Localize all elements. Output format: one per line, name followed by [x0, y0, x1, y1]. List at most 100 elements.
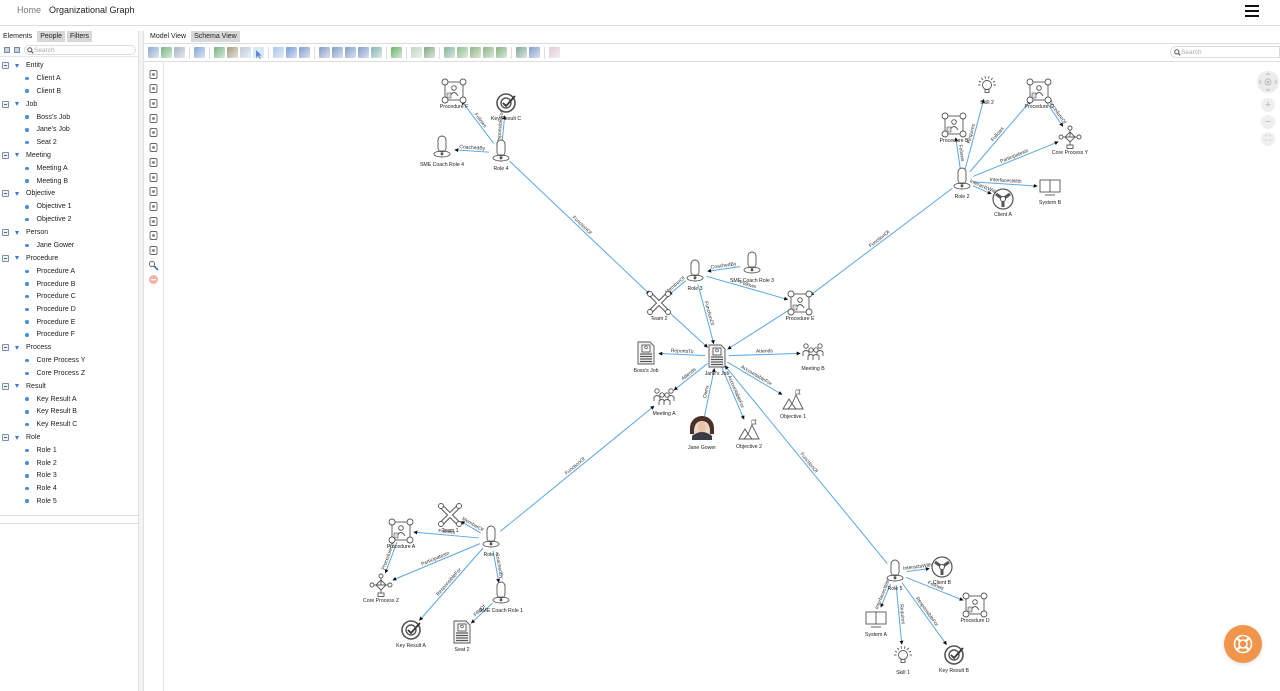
collapse-toggle-icon[interactable] — [2, 344, 9, 352]
node-result[interactable]: Key Result C — [491, 93, 522, 122]
tree-item[interactable]: Procedure A — [0, 265, 139, 278]
graph-edge[interactable]: Follows — [954, 137, 965, 170]
tab-schema-view[interactable]: Schema View — [191, 31, 240, 42]
zoom-minus-icon[interactable] — [345, 47, 356, 58]
preview-icon[interactable] — [240, 47, 251, 58]
collapse-toggle-icon[interactable] — [2, 229, 9, 237]
graph-edge[interactable]: CoachedBy — [492, 550, 504, 583]
graph-edge[interactable] — [667, 310, 708, 348]
node-team[interactable]: Team 1 — [438, 503, 462, 535]
graph-search-input[interactable]: Search — [1170, 46, 1280, 58]
node-meeting[interactable]: Meeting A — [652, 388, 676, 417]
layout-grid-icon[interactable] — [470, 47, 481, 58]
node-result[interactable]: Key Result A — [396, 620, 426, 649]
tree-item[interactable]: Core Process Z — [0, 367, 139, 380]
expand-all-icon[interactable] — [4, 47, 10, 53]
graph-edge[interactable]: Owns — [702, 368, 716, 417]
node-role[interactable]: Role 4 — [492, 139, 510, 172]
tree-item[interactable]: Meeting A — [0, 162, 139, 175]
tree-item[interactable]: Key Result A — [0, 393, 139, 406]
zoom-fit-icon[interactable] — [358, 47, 369, 58]
person-icon[interactable] — [148, 111, 159, 123]
pan-hand-icon[interactable] — [273, 47, 284, 58]
node-job[interactable]: Seat 2 — [453, 620, 471, 653]
copy-icon[interactable] — [194, 47, 205, 58]
graph-edge[interactable]: FunctionOf — [499, 405, 655, 532]
collapse-toggle-icon[interactable] — [2, 254, 9, 262]
hamburger-menu-icon[interactable] — [1245, 3, 1259, 17]
layout-orthogonal-icon[interactable] — [483, 47, 494, 58]
node-role[interactable]: SME Coach Role 1 — [479, 581, 523, 614]
tree-group[interactable]: Person — [0, 226, 139, 239]
collapse-toggle-icon[interactable] — [2, 382, 9, 390]
network-icon[interactable] — [529, 47, 540, 58]
tree-item[interactable]: Role 2 — [0, 457, 139, 470]
node-team[interactable]: Team 2 — [647, 291, 671, 323]
node-entity[interactable]: Client A — [992, 188, 1014, 218]
node-procedure[interactable]: Procedure C — [1024, 78, 1054, 110]
graph-edge[interactable]: Attends — [728, 348, 801, 357]
node-procedure[interactable]: Procedure E — [786, 290, 815, 322]
graph-edge[interactable] — [727, 309, 791, 350]
search-tool-icon[interactable] — [148, 258, 159, 271]
graph-edge[interactable]: FunctionOf — [809, 187, 953, 296]
tab-elements[interactable]: Elements — [0, 31, 36, 42]
tree-item[interactable]: Role 4 — [0, 482, 139, 495]
node-procedure[interactable]: Procedure D — [960, 592, 990, 624]
skill-icon[interactable] — [148, 243, 159, 255]
tree-item[interactable]: Client A — [0, 72, 139, 85]
node-process[interactable]: Core Process Z — [363, 573, 399, 604]
collapse-toggle-icon[interactable] — [2, 62, 9, 70]
graph-edge[interactable]: FunctionOf — [509, 160, 651, 295]
tree-item[interactable]: Boss's Job — [0, 111, 139, 124]
tree-item[interactable]: Key Result C — [0, 418, 139, 431]
node-job[interactable]: Jane's Job — [705, 344, 730, 377]
system-icon[interactable] — [148, 199, 159, 211]
tree-item[interactable]: Procedure F — [0, 328, 139, 341]
node-entity[interactable]: Client B — [931, 556, 953, 586]
graph-edge[interactable]: CoachedBy — [707, 261, 741, 273]
zoom-plus-icon[interactable] — [332, 47, 343, 58]
ungroup-icon[interactable] — [516, 47, 527, 58]
tree-item[interactable]: Objective 1 — [0, 201, 139, 214]
graph-edge[interactable]: InteractsWith — [903, 562, 933, 572]
tree-item[interactable]: Procedure E — [0, 316, 139, 329]
tab-filters[interactable]: Filters — [66, 31, 93, 42]
fit-graph-icon[interactable] — [371, 47, 382, 58]
node-system[interactable]: System A — [865, 611, 887, 638]
new-icon[interactable] — [174, 47, 185, 58]
tree-group[interactable]: Job — [0, 98, 139, 111]
node-role[interactable]: SME Coach Role 3 — [730, 251, 774, 284]
node-skill[interactable]: Skill 2 — [978, 76, 996, 106]
node-role[interactable]: Role 3 — [686, 259, 704, 292]
graph-edge[interactable]: ResponsibleFor — [496, 110, 507, 146]
zoom-out-icon[interactable] — [319, 47, 330, 58]
layout-tree-icon[interactable] — [457, 47, 468, 58]
node-objective[interactable]: Objective 2 — [736, 419, 762, 450]
tree-item[interactable]: Role 1 — [0, 444, 139, 457]
node-procedure[interactable]: Procedure B — [940, 112, 969, 144]
tree-group[interactable]: Objective — [0, 187, 139, 200]
tree-item[interactable]: Procedure D — [0, 303, 139, 316]
node-skill[interactable]: Skill 1 — [894, 646, 912, 676]
result-icon[interactable] — [148, 228, 159, 241]
graph-edge[interactable]: InterfacesWith — [874, 578, 892, 610]
job-icon[interactable] — [148, 81, 159, 94]
paste-icon[interactable] — [214, 47, 225, 58]
pan-control-icon[interactable] — [1257, 71, 1279, 93]
delete-icon[interactable] — [148, 272, 159, 285]
collapse-all-icon[interactable] — [14, 47, 20, 53]
tree-search-input[interactable]: Search — [24, 45, 136, 55]
collapse-toggle-icon[interactable] — [2, 190, 9, 198]
zoom-out-icon[interactable]: − — [1261, 115, 1275, 129]
entity-icon[interactable] — [148, 155, 159, 167]
graph-edge[interactable]: CoachedBy — [454, 144, 490, 153]
graph-edge[interactable]: InterfacesWith — [973, 177, 1038, 188]
tree-group[interactable]: Role — [0, 431, 139, 444]
undo-icon[interactable] — [391, 47, 402, 58]
move-icon[interactable] — [286, 47, 297, 58]
node-procedure[interactable]: Procedure F — [440, 78, 469, 110]
tree-group[interactable]: Meeting — [0, 149, 139, 162]
graph-edge[interactable]: Requires — [964, 98, 985, 170]
tree-group[interactable]: Entity — [0, 59, 139, 72]
